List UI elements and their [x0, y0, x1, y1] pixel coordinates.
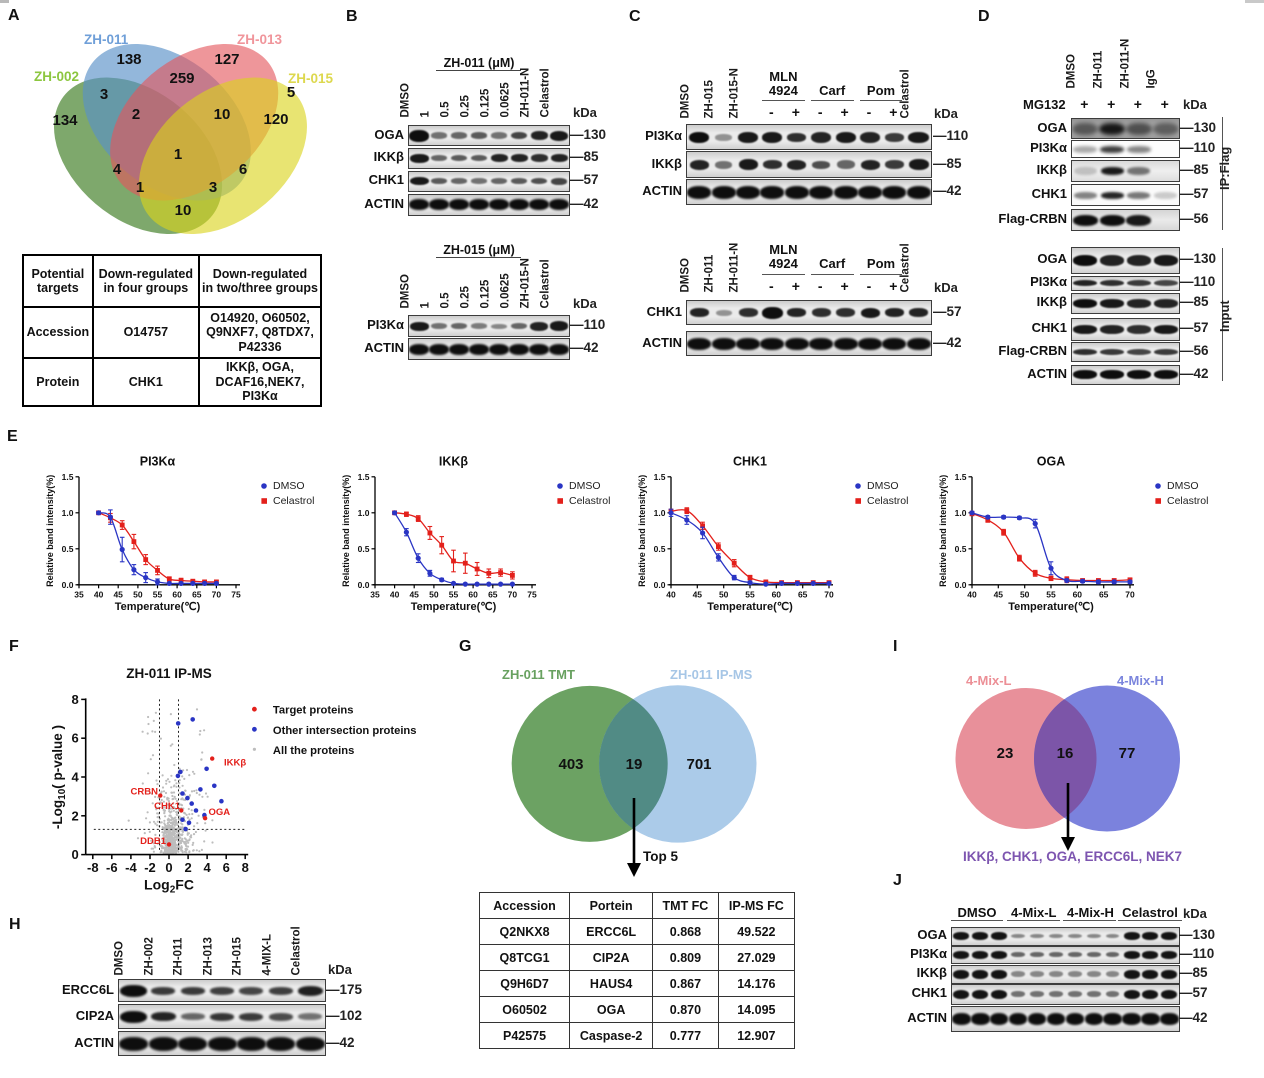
svg-text:0.5: 0.5 — [62, 544, 74, 554]
svg-text:75: 75 — [232, 589, 242, 599]
svg-text:0.0: 0.0 — [955, 580, 967, 590]
svg-text:75: 75 — [527, 589, 537, 599]
svg-text:Temperature(℃): Temperature(℃) — [1008, 601, 1094, 613]
svg-text:OGA: OGA — [209, 807, 231, 818]
svg-text:70: 70 — [1125, 589, 1135, 599]
svg-text:40: 40 — [666, 589, 676, 599]
svg-text:6: 6 — [223, 860, 230, 875]
svg-text:Other intersection proteins: Other intersection proteins — [273, 725, 417, 737]
svg-text:60: 60 — [469, 589, 479, 599]
svg-text:Temperature(℃): Temperature(℃) — [707, 601, 793, 613]
svg-text:6: 6 — [71, 731, 78, 746]
svg-text:65: 65 — [488, 589, 498, 599]
svg-text:-4: -4 — [125, 860, 137, 875]
svg-text:8: 8 — [242, 860, 249, 875]
svg-text:-2: -2 — [144, 860, 156, 875]
svg-text:PI3Kα: PI3Kα — [140, 455, 176, 469]
svg-text:70: 70 — [824, 589, 834, 599]
svg-text:1.0: 1.0 — [955, 508, 967, 518]
svg-text:70: 70 — [212, 589, 222, 599]
svg-text:50: 50 — [134, 589, 144, 599]
svg-text:Log2FC: Log2FC — [144, 877, 194, 896]
svg-text:0: 0 — [165, 860, 172, 875]
svg-text:-Log10( p-value ): -Log10( p-value ) — [50, 725, 68, 829]
svg-text:-6: -6 — [106, 860, 118, 875]
svg-text:-8: -8 — [87, 860, 99, 875]
svg-text:55: 55 — [745, 589, 755, 599]
svg-text:60: 60 — [173, 589, 183, 599]
svg-text:Relative band intensity(%): Relative band intensity(%) — [938, 475, 948, 587]
svg-text:CRBN: CRBN — [131, 787, 159, 798]
svg-text:2: 2 — [184, 860, 191, 875]
svg-text:CHK1: CHK1 — [154, 801, 181, 812]
svg-text:DDB1: DDB1 — [140, 836, 167, 847]
svg-text:OGA: OGA — [1037, 455, 1065, 469]
svg-text:65: 65 — [1099, 589, 1109, 599]
svg-text:2: 2 — [71, 808, 78, 823]
svg-text:1.5: 1.5 — [955, 472, 967, 482]
svg-text:0.0: 0.0 — [654, 580, 666, 590]
svg-text:Temperature(℃): Temperature(℃) — [411, 601, 497, 613]
svg-text:4: 4 — [203, 860, 211, 875]
svg-text:1.0: 1.0 — [358, 508, 370, 518]
svg-text:40: 40 — [94, 589, 104, 599]
svg-text:65: 65 — [798, 589, 808, 599]
svg-text:1.5: 1.5 — [62, 472, 74, 482]
svg-text:IKKβ: IKKβ — [224, 758, 246, 769]
svg-text:40: 40 — [390, 589, 400, 599]
svg-text:0.0: 0.0 — [358, 580, 370, 590]
svg-text:45: 45 — [114, 589, 124, 599]
svg-text:IKKβ: IKKβ — [439, 455, 469, 469]
svg-text:1.5: 1.5 — [358, 472, 370, 482]
svg-text:8: 8 — [71, 692, 78, 707]
svg-text:1.0: 1.0 — [62, 508, 74, 518]
svg-text:4: 4 — [71, 770, 79, 785]
svg-text:1.5: 1.5 — [654, 472, 666, 482]
svg-text:45: 45 — [994, 589, 1004, 599]
svg-text:55: 55 — [153, 589, 163, 599]
svg-text:All the proteins: All the proteins — [273, 745, 354, 757]
svg-text:35: 35 — [370, 589, 380, 599]
svg-text:Temperature(℃): Temperature(℃) — [115, 601, 201, 613]
svg-text:Target proteins: Target proteins — [273, 705, 354, 717]
svg-text:50: 50 — [429, 589, 439, 599]
svg-text:50: 50 — [719, 589, 729, 599]
svg-text:50: 50 — [1020, 589, 1030, 599]
svg-text:45: 45 — [410, 589, 420, 599]
svg-text:1.0: 1.0 — [654, 508, 666, 518]
svg-text:Relative band intensity(%): Relative band intensity(%) — [637, 475, 647, 587]
svg-text:45: 45 — [693, 589, 703, 599]
svg-text:65: 65 — [192, 589, 202, 599]
svg-text:0.5: 0.5 — [358, 544, 370, 554]
svg-text:35: 35 — [75, 589, 85, 599]
svg-text:60: 60 — [1073, 589, 1083, 599]
svg-text:55: 55 — [1046, 589, 1056, 599]
svg-text:0.5: 0.5 — [654, 544, 666, 554]
svg-text:70: 70 — [508, 589, 518, 599]
svg-text:55: 55 — [449, 589, 459, 599]
svg-text:40: 40 — [967, 589, 977, 599]
svg-text:Relative band intensity(%): Relative band intensity(%) — [45, 475, 55, 587]
svg-text:0.5: 0.5 — [955, 544, 967, 554]
svg-text:0: 0 — [71, 847, 78, 862]
svg-text:ZH-011 IP-MS: ZH-011 IP-MS — [126, 666, 212, 681]
svg-text:Relative band intensity(%): Relative band intensity(%) — [341, 475, 351, 587]
svg-text:60: 60 — [772, 589, 782, 599]
svg-text:0.0: 0.0 — [62, 580, 74, 590]
svg-text:CHK1: CHK1 — [733, 455, 767, 469]
